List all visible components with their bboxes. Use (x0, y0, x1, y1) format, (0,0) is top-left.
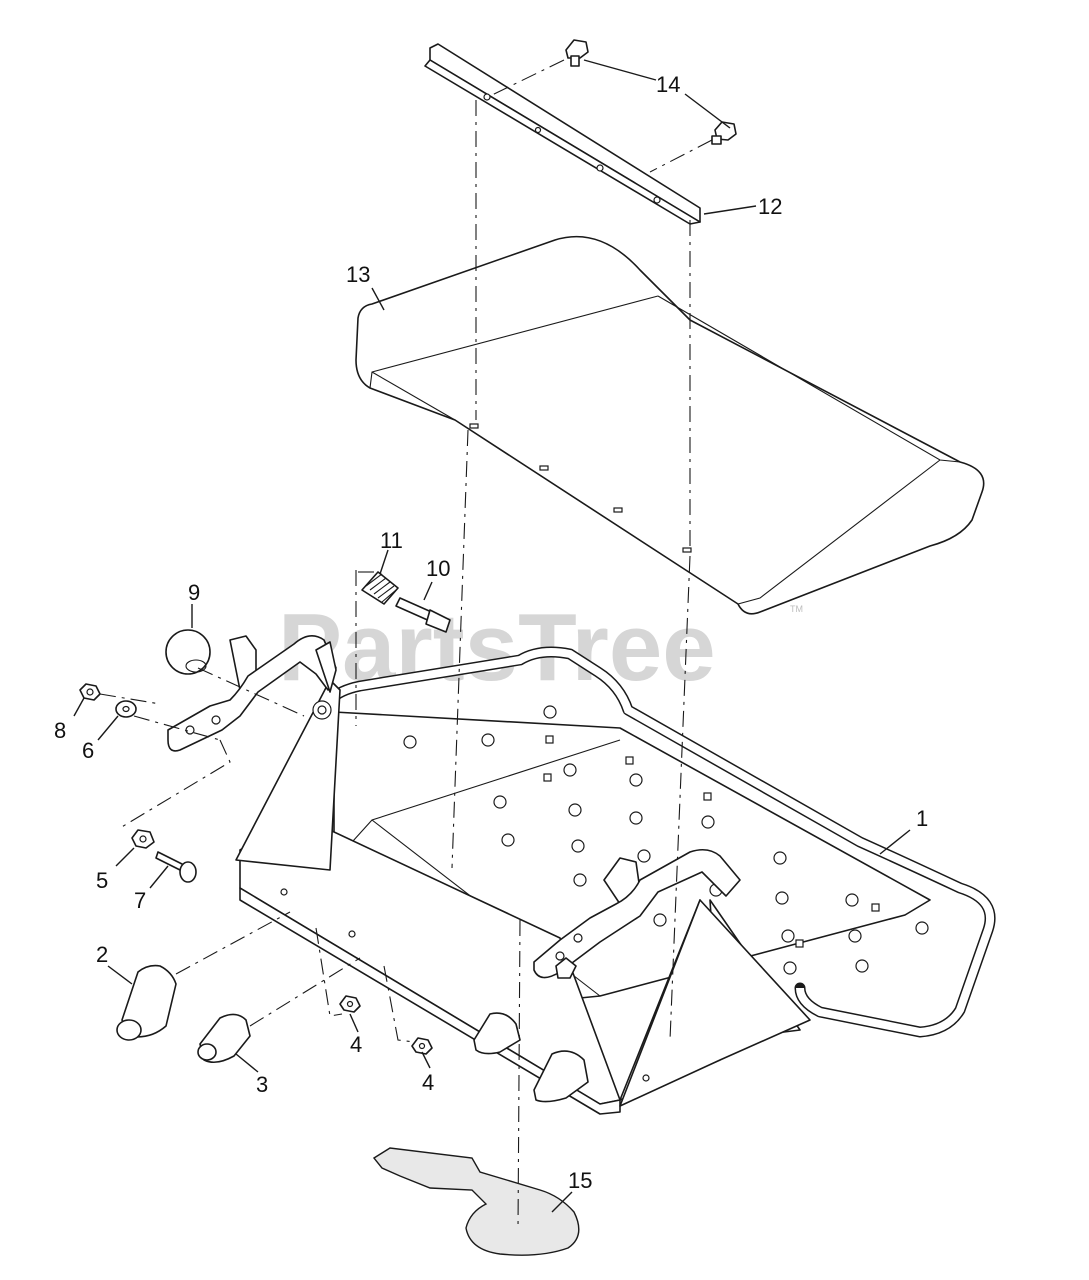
part-1-frame[interactable] (229, 635, 996, 1115)
callout-7: 7 (134, 888, 146, 913)
frame-bumper-left (473, 1012, 521, 1055)
callout-labels: 1 2 3 4 4 5 6 7 8 9 10 11 12 13 14 15 (54, 72, 928, 1193)
part-15-decal[interactable] (372, 1147, 580, 1256)
part-12-bracket[interactable] (424, 43, 701, 225)
callout-14: 14 (656, 72, 680, 97)
leader-lines (73, 59, 911, 1213)
callout-10: 10 (426, 556, 450, 581)
part-6-washer[interactable] (115, 700, 137, 718)
part-3-bumper[interactable] (197, 1013, 251, 1064)
callout-5: 5 (96, 868, 108, 893)
part-14-bolt-b[interactable] (711, 121, 737, 145)
callout-1: 1 (916, 806, 928, 831)
right-arm-lever[interactable] (533, 848, 741, 979)
callout-4b: 4 (422, 1070, 434, 1095)
part-4-nut-b[interactable] (411, 1037, 433, 1055)
callout-15: 15 (568, 1168, 592, 1193)
callout-6: 6 (82, 738, 94, 763)
watermark-text: PartsTree (278, 594, 716, 701)
part-7-bolt[interactable] (155, 851, 197, 883)
callout-12: 12 (758, 194, 782, 219)
part-10-pin[interactable] (395, 597, 451, 633)
part-4-nut-a[interactable] (339, 995, 361, 1013)
part-13-floor-pan[interactable] (355, 235, 985, 615)
callout-11: 11 (380, 528, 403, 553)
left-arm-lever[interactable] (167, 635, 337, 752)
part-9-knob[interactable] (165, 629, 211, 675)
part-2-bumper[interactable] (116, 964, 177, 1041)
callout-8: 8 (54, 718, 66, 743)
part-8-nut[interactable] (79, 683, 101, 701)
part-5-nut[interactable] (131, 829, 155, 849)
callout-13: 13 (346, 262, 370, 287)
callout-3: 3 (256, 1072, 268, 1097)
callout-2: 2 (96, 942, 108, 967)
alignment-lines (99, 59, 713, 1231)
part-14-bolt-a[interactable] (565, 39, 589, 67)
watermark-trademark: TM (790, 604, 803, 614)
frame-bumper-right (533, 1050, 589, 1103)
callout-4a: 4 (350, 1032, 362, 1057)
part-11-spring[interactable] (361, 571, 399, 605)
callout-9: 9 (188, 580, 200, 605)
